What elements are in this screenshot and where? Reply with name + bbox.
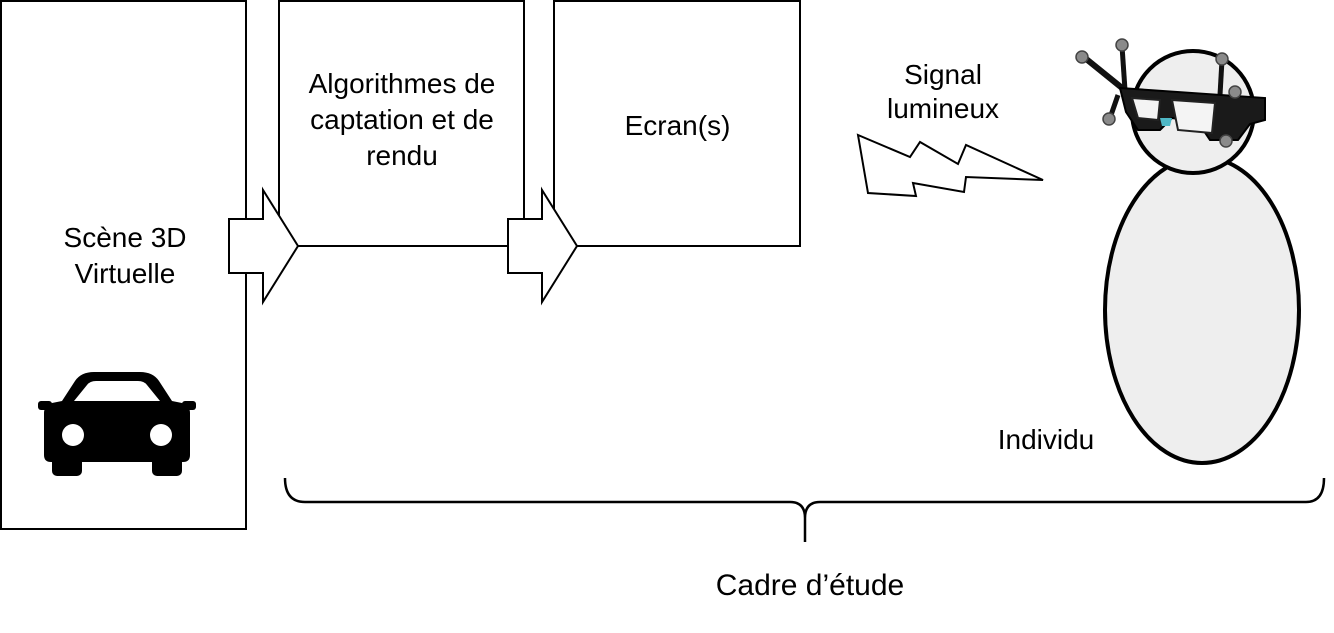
tracking-glasses-icon [1075,38,1266,148]
signal-label-line2: lumineux [886,93,1000,124]
arrow-scene-to-algo [228,186,300,306]
signal-label-line1: Signal [904,59,982,90]
scene-label-line1: Scène 3D [63,222,187,253]
scene-label-line2: Virtuelle [74,258,176,289]
signal-label: Signal lumineux [858,58,1028,126]
algo-label-line2: captation et de [310,104,494,135]
study-frame-label: Cadre d’étude [715,569,905,602]
ecran-label: Ecran(s) [624,110,731,141]
light-signal-bolt [856,133,1044,198]
individu-label: Individu [997,424,1095,455]
person-body [1103,155,1301,465]
algo-label-line3: rendu [366,140,438,171]
algo-label-line1: Algorithmes de [308,68,496,99]
algo-block [278,0,525,247]
car-icon [38,372,196,476]
arrow-algo-to-ecran [507,186,579,306]
ecran-block [553,0,801,247]
algo-label: Algorithmes de captation et de rendu [280,66,524,174]
scene-label: Scène 3D Virtuelle [20,220,230,292]
study-frame-bracket [283,477,1326,542]
